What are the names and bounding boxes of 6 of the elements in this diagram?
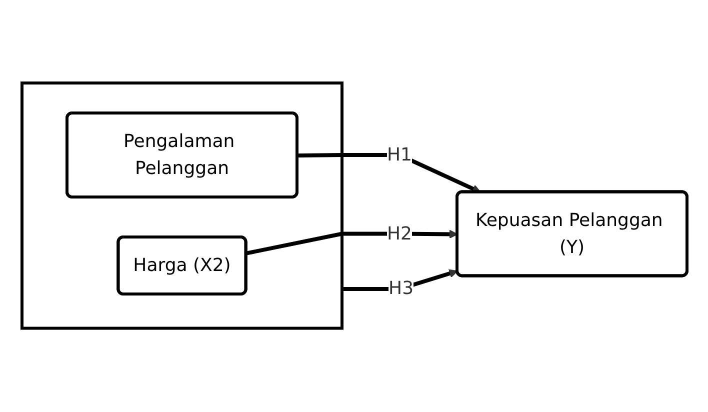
edge-label: H3: [388, 278, 414, 300]
edge-label: H2: [386, 224, 412, 245]
arrow: [245, 230, 458, 256]
cluster: [20, 82, 343, 330]
edge-label: H1: [386, 144, 412, 166]
arrow: [296, 153, 480, 194]
